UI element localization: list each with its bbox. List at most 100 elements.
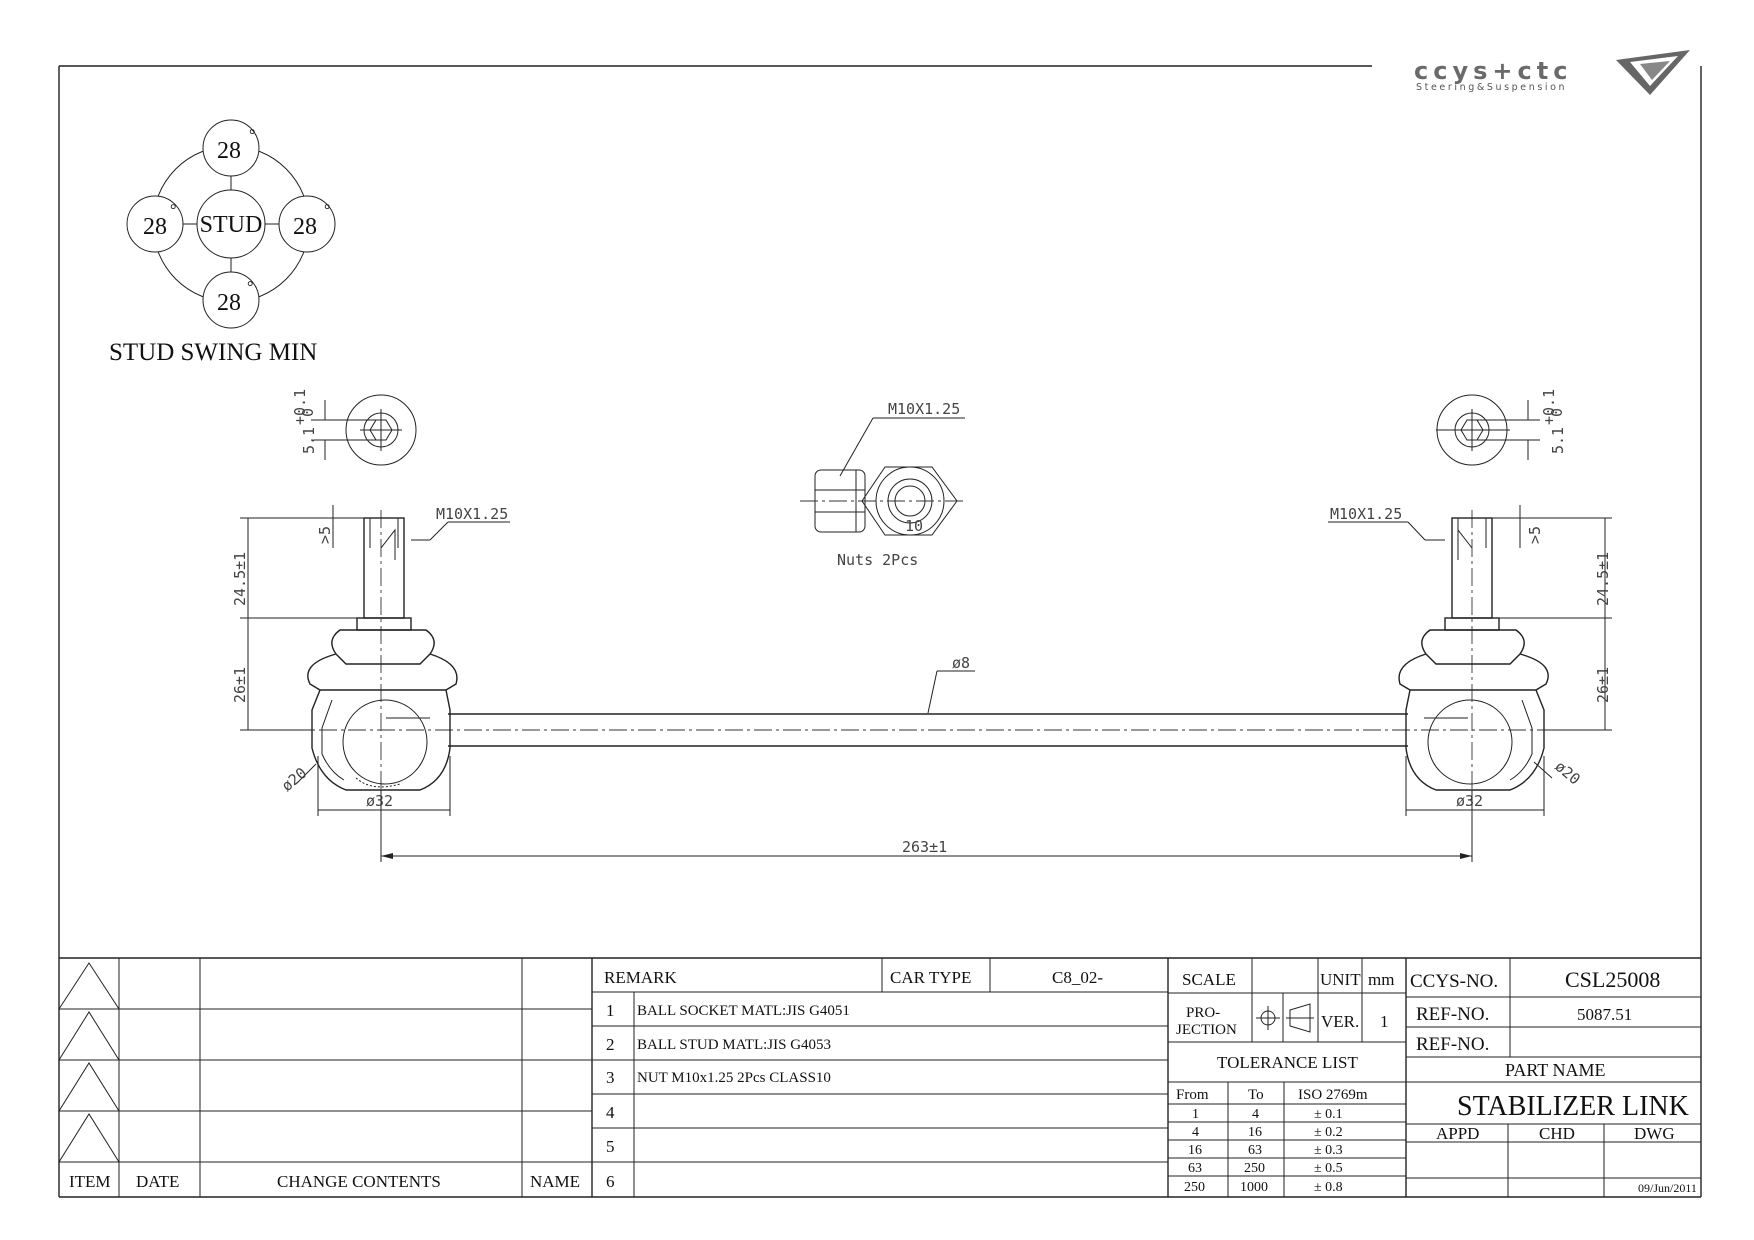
car-type-label: CAR TYPE bbox=[890, 968, 971, 987]
swing-bottom-angle: 28 bbox=[217, 290, 241, 316]
left-ball-joint: M10X1.25 >5 24.5±1 26±1 ø20 ø32 bbox=[231, 505, 510, 816]
drawing-date: 09/Jun/2011 bbox=[1638, 1181, 1697, 1195]
remark-no: 5 bbox=[606, 1137, 615, 1156]
degree-mark: ° bbox=[170, 202, 176, 219]
tol-cell: 250 bbox=[1244, 1161, 1265, 1176]
swing-top-angle: 28 bbox=[217, 138, 241, 164]
stud-len-dim: 24.5±1 bbox=[231, 552, 249, 606]
tolerance-title: TOLERANCE LIST bbox=[1217, 1053, 1358, 1072]
ball-dia-dim: ø20 bbox=[278, 764, 310, 795]
tol-cell: ± 0.3 bbox=[1314, 1143, 1343, 1158]
part-name-value: STABILIZER LINK bbox=[1457, 1091, 1689, 1122]
unit-label: UNIT bbox=[1320, 970, 1361, 989]
stabilizer-rod: ø8 bbox=[448, 654, 1408, 747]
hex-width-dim: 5.1 bbox=[300, 427, 318, 454]
car-type-value: C8_02- bbox=[1052, 968, 1103, 987]
socket-dia-dim: ø32 bbox=[366, 792, 393, 810]
logo-brand: ccys+ctc bbox=[1414, 57, 1572, 85]
tol-cell: 250 bbox=[1184, 1180, 1205, 1195]
col-header-name: NAME bbox=[530, 1172, 580, 1191]
body-height-dim: 26±1 bbox=[231, 667, 249, 703]
projection-label-1: PRO- bbox=[1186, 1005, 1220, 1021]
ver-label: VER. bbox=[1321, 1012, 1359, 1031]
dwg-label: DWG bbox=[1634, 1124, 1675, 1143]
hex-tol-minus: 0 bbox=[1548, 408, 1566, 417]
tol-cell: 4 bbox=[1192, 1125, 1199, 1140]
remark-no: 2 bbox=[606, 1035, 615, 1054]
right-ball-joint: M10X1.25 >5 24.5±1 26±1 ø20 ø32 bbox=[1328, 505, 1612, 816]
stud-swing-title: STUD SWING MIN bbox=[109, 339, 317, 366]
projection-symbol bbox=[1256, 1003, 1314, 1033]
tol-cell: 4 bbox=[1252, 1107, 1259, 1122]
tol-cell: ± 0.2 bbox=[1314, 1125, 1343, 1140]
tol-header-iso: ISO 2769m bbox=[1298, 1087, 1368, 1103]
nuts-note: Nuts 2Pcs bbox=[837, 551, 918, 569]
ver-value: 1 bbox=[1380, 1012, 1389, 1031]
body-height-dim: 26±1 bbox=[1594, 667, 1612, 703]
tol-cell: 63 bbox=[1188, 1161, 1202, 1176]
nut-mark: 10 bbox=[905, 517, 923, 535]
swing-center-label: STUD bbox=[200, 212, 263, 238]
remark-no: 4 bbox=[606, 1103, 615, 1122]
title-block: ITEM DATE CHANGE CONTENTS NAME REMARK CA… bbox=[58, 957, 1701, 1197]
logo-tagline: Steering&Suspension bbox=[1416, 82, 1567, 93]
degree-mark: ° bbox=[249, 127, 255, 144]
stud-swing-diagram: STUD 28 ° 28 ° 28 ° 28 ° STUD SWING MIN bbox=[109, 119, 336, 366]
part-name-label: PART NAME bbox=[1505, 1060, 1605, 1080]
remark-no: 6 bbox=[606, 1172, 615, 1191]
nuts-detail: M10X1.25 10 Nuts 2Pcs bbox=[800, 400, 965, 569]
left-stud-top-view: 5.1 +0.1 0 bbox=[291, 389, 417, 466]
stud-len-dim: 24.5±1 bbox=[1594, 552, 1612, 606]
scale-label: SCALE bbox=[1182, 970, 1236, 989]
remark-no: 3 bbox=[606, 1068, 615, 1087]
remark-text: NUT M10x1.25 2Pcs CLASS10 bbox=[637, 1070, 831, 1086]
tol-header-to: To bbox=[1248, 1087, 1264, 1103]
hex-tol-plus: +0.1 bbox=[1540, 389, 1558, 425]
ball-dia-dim: ø20 bbox=[1551, 757, 1583, 788]
hex-width-dim: 5.1 bbox=[1549, 427, 1567, 454]
hex-tol-minus: 0 bbox=[299, 408, 317, 417]
rod-diameter-dim: ø8 bbox=[952, 654, 970, 672]
projection-label-2: JECTION bbox=[1176, 1022, 1237, 1038]
tol-cell: 1 bbox=[1192, 1107, 1199, 1122]
ccys-no-label: CCYS-NO. bbox=[1410, 971, 1498, 992]
socket-dia-dim: ø32 bbox=[1456, 792, 1483, 810]
remark-text: BALL STUD MATL:JIS G4053 bbox=[637, 1037, 831, 1053]
ref-no-value: 5087.51 bbox=[1577, 1005, 1632, 1024]
tol-header-from: From bbox=[1176, 1087, 1209, 1103]
thread-dim: M10X1.25 bbox=[1330, 505, 1402, 523]
nut-thread-dim: M10X1.25 bbox=[888, 400, 960, 418]
overall-length-dim: 263±1 bbox=[380, 790, 1473, 862]
center-length-dim: 263±1 bbox=[902, 838, 947, 856]
remark-text: BALL SOCKET MATL:JIS G4051 bbox=[637, 1003, 850, 1019]
hex-tol-plus: +0.1 bbox=[291, 389, 309, 425]
tol-cell: 16 bbox=[1248, 1125, 1262, 1140]
appd-label: APPD bbox=[1436, 1124, 1479, 1143]
ccys-no-value: CSL25008 bbox=[1565, 967, 1660, 992]
tol-cell: 16 bbox=[1188, 1143, 1202, 1158]
remark-no: 1 bbox=[606, 1001, 615, 1020]
swing-right-angle: 28 bbox=[293, 214, 317, 240]
right-stud-top-view: 5.1 +0.1 0 bbox=[1436, 389, 1567, 466]
col-header-date: DATE bbox=[136, 1172, 179, 1191]
unit-value: mm bbox=[1368, 970, 1394, 989]
thread-dim: M10X1.25 bbox=[436, 505, 508, 523]
company-logo: ccys+ctc Steering&Suspension bbox=[1414, 50, 1690, 95]
col-header-item: ITEM bbox=[69, 1172, 111, 1191]
ref-no-label: REF-NO. bbox=[1416, 1004, 1489, 1025]
chd-label: CHD bbox=[1539, 1124, 1575, 1143]
remark-header: REMARK bbox=[604, 968, 677, 987]
tol-cell: 1000 bbox=[1240, 1180, 1268, 1195]
degree-mark: ° bbox=[324, 202, 330, 219]
tol-cell: ± 0.8 bbox=[1314, 1180, 1343, 1195]
col-header-contents: CHANGE CONTENTS bbox=[277, 1172, 441, 1191]
tol-cell: ± 0.1 bbox=[1314, 1107, 1343, 1122]
thread-len-dim: >5 bbox=[1526, 526, 1544, 544]
thread-len-dim: >5 bbox=[316, 526, 334, 544]
ref-no2-label: REF-NO. bbox=[1416, 1034, 1489, 1055]
degree-mark: ° bbox=[247, 279, 253, 296]
tol-cell: 63 bbox=[1248, 1143, 1262, 1158]
tol-cell: ± 0.5 bbox=[1314, 1161, 1343, 1176]
swing-left-angle: 28 bbox=[143, 214, 167, 240]
